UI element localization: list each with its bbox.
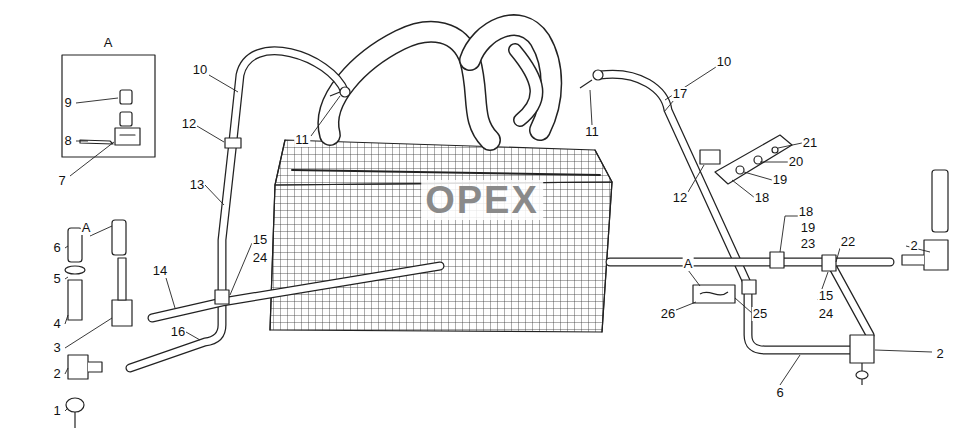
fittings bbox=[65, 70, 948, 428]
callout-number: 3 bbox=[52, 341, 61, 355]
callout-number: 20 bbox=[788, 155, 804, 169]
view-letter: A bbox=[103, 36, 114, 50]
callout-number: 5 bbox=[52, 272, 61, 286]
callout-number: 18 bbox=[754, 191, 770, 205]
callout-number: 10 bbox=[192, 63, 208, 77]
radiator-top bbox=[275, 140, 612, 185]
callout-number: 18 bbox=[798, 205, 814, 219]
callout-number: 6 bbox=[775, 386, 784, 400]
callout-number: 9 bbox=[63, 96, 72, 110]
view-letter: A bbox=[81, 221, 92, 235]
callout-number: 21 bbox=[802, 136, 818, 150]
callout-number: 16 bbox=[170, 325, 186, 339]
callout-number: 4 bbox=[52, 317, 61, 331]
upper-hoses bbox=[328, 25, 551, 140]
callout-number: 2 bbox=[909, 239, 918, 253]
callout-number: 12 bbox=[672, 191, 688, 205]
callout-number: 19 bbox=[772, 173, 788, 187]
callout-number: 23 bbox=[800, 237, 816, 251]
callout-number: 25 bbox=[752, 307, 768, 321]
callout-number: 6 bbox=[52, 241, 61, 255]
callout-number: 14 bbox=[152, 264, 168, 278]
callout-number: 8 bbox=[63, 134, 72, 148]
callout-number: 7 bbox=[57, 174, 66, 188]
leader-lines bbox=[65, 67, 932, 411]
callout-number: 26 bbox=[660, 307, 676, 321]
callout-number: 19 bbox=[800, 221, 816, 235]
callout-number: 12 bbox=[181, 117, 197, 131]
callout-number: 13 bbox=[189, 178, 205, 192]
callout-number: 24 bbox=[252, 251, 268, 265]
callout-number: 1 bbox=[52, 404, 61, 418]
callout-number: 11 bbox=[294, 133, 310, 147]
watermark: OPEX bbox=[421, 180, 543, 220]
callout-number: 2 bbox=[935, 347, 944, 361]
callout-number: 15 bbox=[252, 233, 268, 247]
callout-number: 11 bbox=[584, 125, 600, 139]
view-letter: A bbox=[683, 257, 694, 271]
callout-number: 10 bbox=[716, 55, 732, 69]
pipes bbox=[130, 51, 890, 368]
callout-number: 17 bbox=[672, 87, 688, 101]
callout-number: 2 bbox=[52, 367, 61, 381]
callout-number: 24 bbox=[818, 307, 834, 321]
detail-frame bbox=[62, 55, 155, 157]
callout-number: 22 bbox=[840, 235, 856, 249]
callout-number: 15 bbox=[818, 289, 834, 303]
